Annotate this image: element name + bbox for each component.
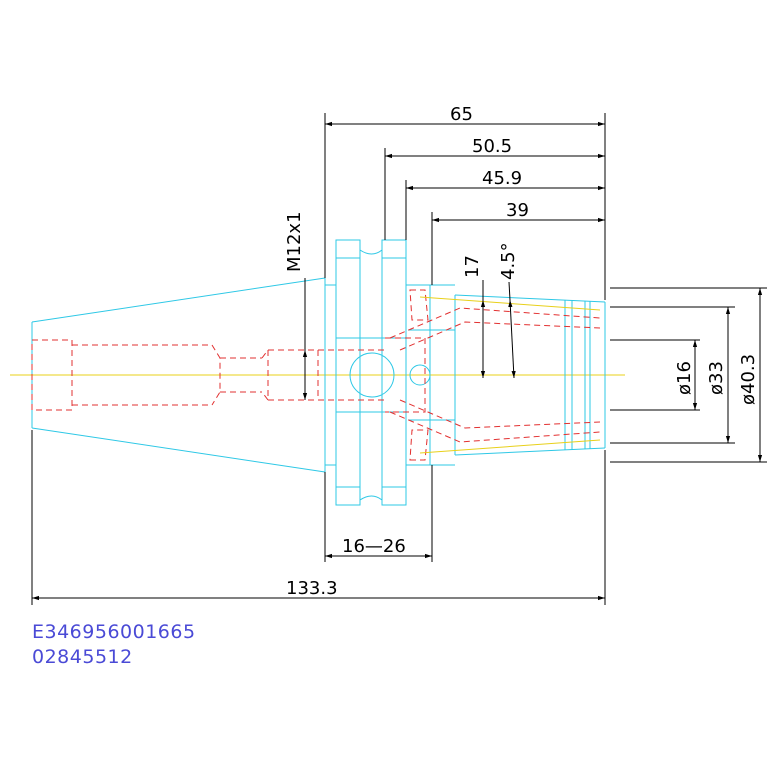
dim-dia33: ø33 [706, 361, 727, 395]
dim-overall: 133.3 [286, 578, 338, 599]
dim-50-5: 50.5 [472, 136, 512, 157]
nose-body [406, 284, 606, 466]
dim-17: 17 [462, 255, 483, 278]
dim-range: 16—26 [342, 536, 406, 557]
dim-dia16: ø16 [674, 361, 695, 395]
dim-45-9: 45.9 [482, 168, 522, 189]
dim-dia40-3: ø40.3 [738, 354, 759, 405]
dim-thread: M12x1 [284, 211, 305, 272]
part-code: E346956001665 [32, 621, 196, 643]
dim-65: 65 [450, 104, 473, 125]
dim-39: 39 [506, 200, 529, 221]
extension-lines [31, 113, 767, 605]
hidden-bore [31, 289, 601, 461]
dimension-lines [32, 121, 763, 601]
dim-angle: 4.5° [498, 242, 519, 280]
flange [325, 239, 407, 506]
part-number: 02845512 [32, 646, 133, 668]
